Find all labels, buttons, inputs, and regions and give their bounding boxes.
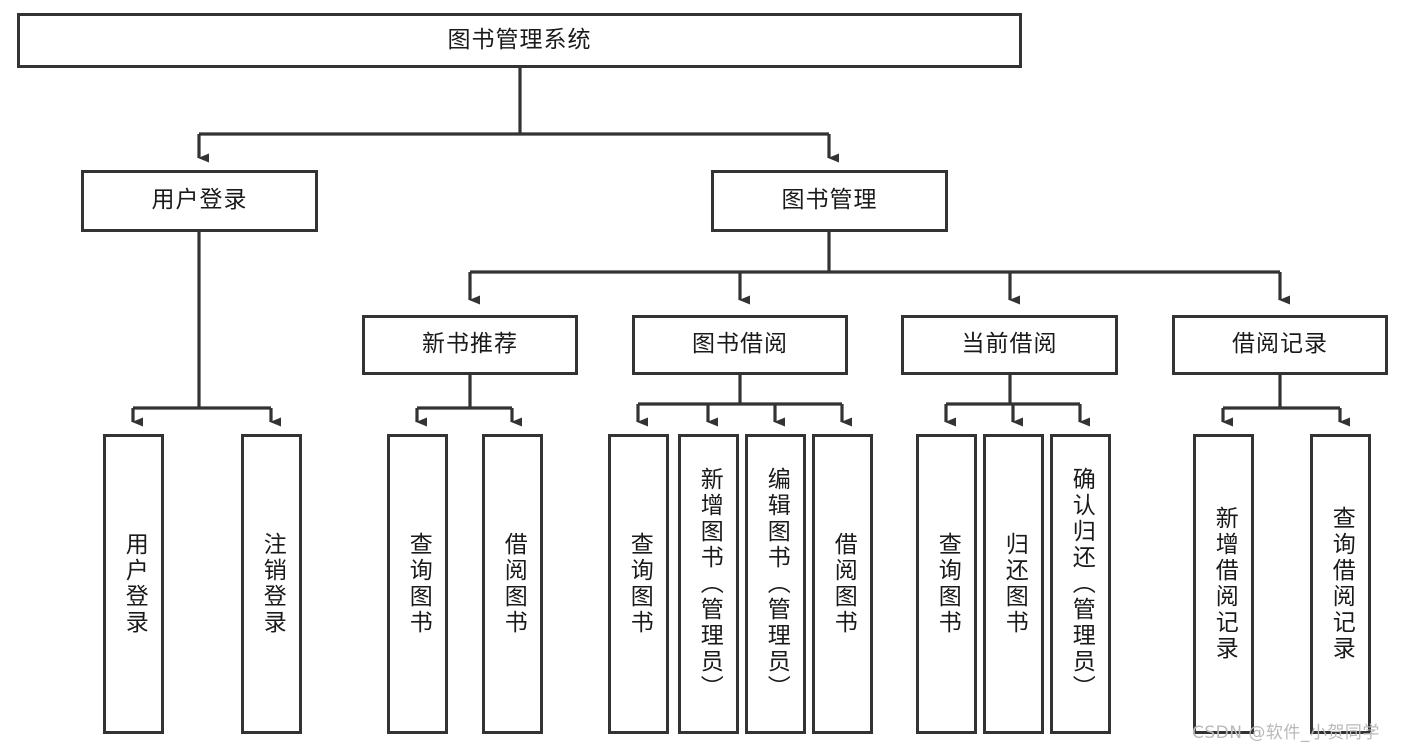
node-borrow-record[interactable]: 借阅记录 [1172,315,1388,375]
node-leaf-user-login-label: 用户登录 [121,532,148,636]
node-leaf-query-book-1-label: 查询图书 [405,532,432,636]
node-leaf-query-book-3[interactable]: 查询图书 [916,434,977,734]
node-leaf-query-book-2[interactable]: 查询图书 [608,434,669,734]
node-leaf-confirm-return-label: 确认归还（管理员） [1068,467,1095,701]
node-leaf-confirm-return[interactable]: 确认归还（管理员） [1050,434,1111,734]
node-leaf-user-logout-label: 注销登录 [259,532,286,636]
node-new-book-recommend[interactable]: 新书推荐 [362,315,578,375]
node-leaf-query-book-2-label: 查询图书 [626,532,653,636]
node-root-label: 图书管理系统 [447,26,592,53]
node-leaf-query-book-1[interactable]: 查询图书 [387,434,448,734]
node-leaf-borrow-book-1-label: 借阅图书 [500,532,527,636]
node-leaf-add-book[interactable]: 新增图书（管理员） [678,434,739,734]
node-leaf-borrow-book-1[interactable]: 借阅图书 [482,434,543,734]
node-leaf-edit-book-label: 编辑图书（管理员） [763,467,790,701]
node-leaf-add-record[interactable]: 新增借阅记录 [1193,434,1254,734]
node-current-borrow[interactable]: 当前借阅 [901,315,1118,375]
node-leaf-add-book-label: 新增图书（管理员） [696,467,723,701]
node-book-manage-label: 图书管理 [781,187,878,214]
node-leaf-user-logout[interactable]: 注销登录 [241,434,302,734]
node-leaf-borrow-book-2[interactable]: 借阅图书 [812,434,873,734]
node-root-system[interactable]: 图书管理系统 [17,13,1022,68]
node-current-borrow-label: 当前借阅 [961,331,1058,358]
node-book-borrow[interactable]: 图书借阅 [632,315,848,375]
node-leaf-return-book-label: 归还图书 [1001,532,1028,636]
node-new-book-recommend-label: 新书推荐 [422,331,518,358]
node-leaf-edit-book[interactable]: 编辑图书（管理员） [745,434,806,734]
node-leaf-add-record-label: 新增借阅记录 [1211,506,1238,662]
node-borrow-record-label: 借阅记录 [1232,331,1328,358]
node-leaf-query-record-label: 查询借阅记录 [1328,506,1355,662]
node-book-manage[interactable]: 图书管理 [711,170,948,232]
node-book-borrow-label: 图书借阅 [692,331,788,358]
node-leaf-borrow-book-2-label: 借阅图书 [830,532,857,636]
node-leaf-query-book-3-label: 查询图书 [934,532,961,636]
node-leaf-user-login[interactable]: 用户登录 [103,434,164,734]
node-user-login-label: 用户登录 [151,187,248,214]
node-user-login[interactable]: 用户登录 [81,170,318,232]
node-leaf-query-record[interactable]: 查询借阅记录 [1310,434,1371,734]
node-leaf-return-book[interactable]: 归还图书 [983,434,1044,734]
